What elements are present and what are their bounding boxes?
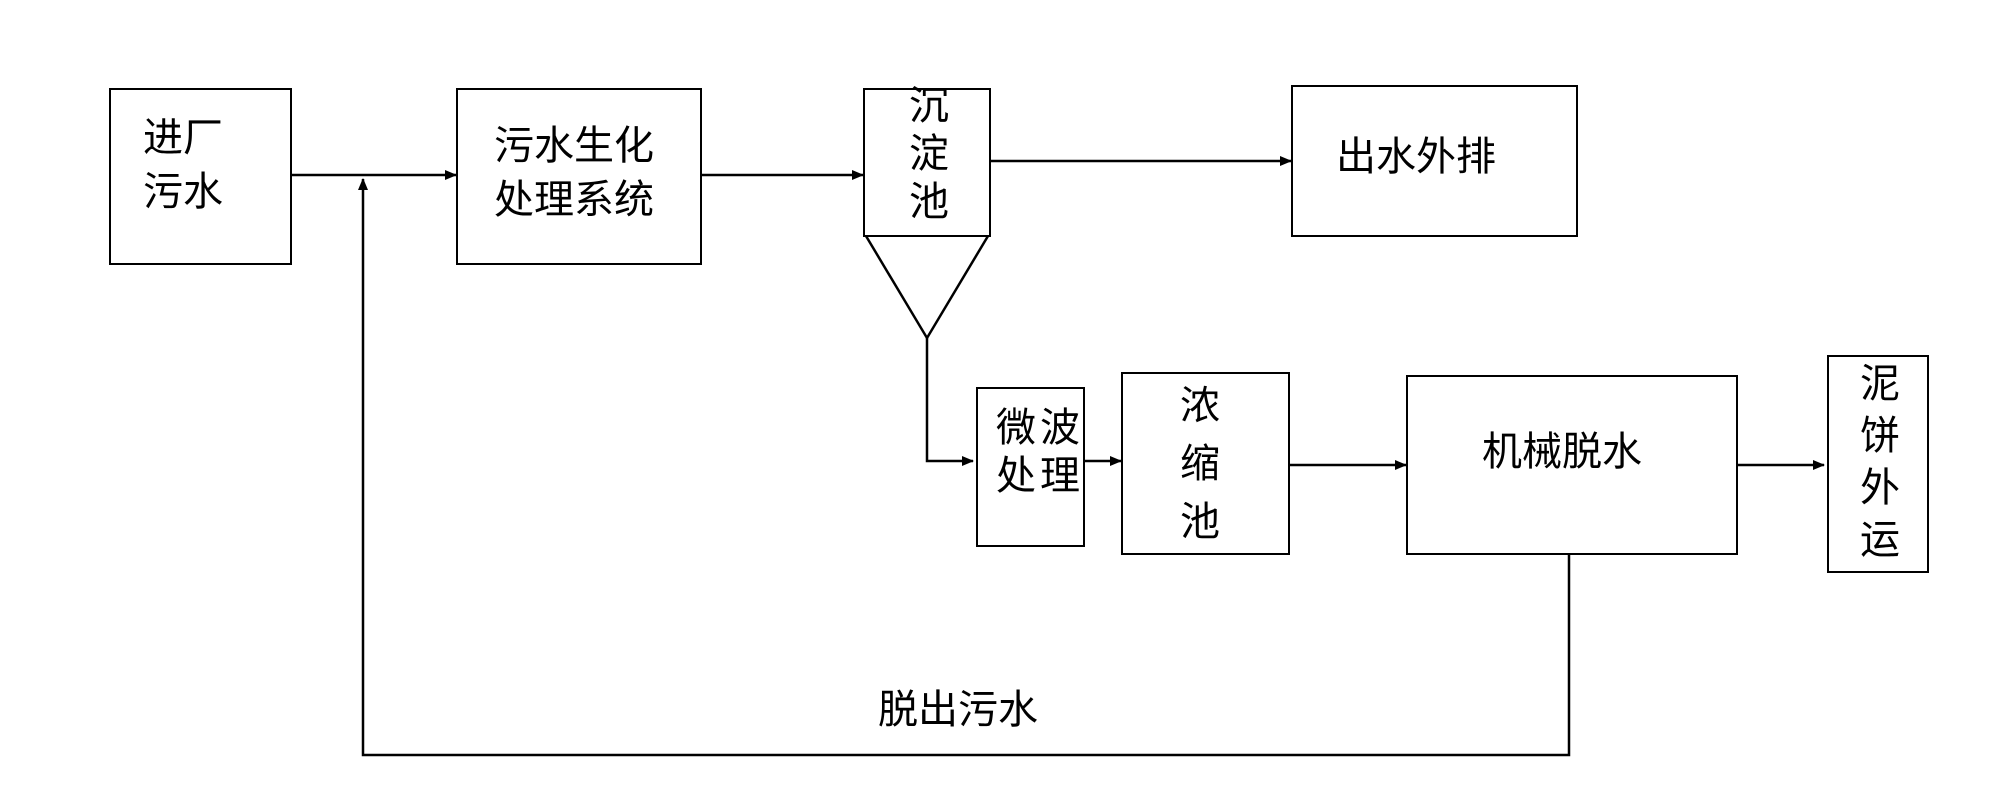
recycle-label: 脱出污水 [878,687,1038,733]
node-biochem-line2: 处理系统 [494,177,654,223]
node-biochem-line1: 污水生化 [494,123,654,169]
node-thickener-label: 浓缩池 [1173,384,1219,558]
node-effluent [1291,85,1578,237]
settling-tank-cone [864,235,990,341]
node-microwave-col1: 微处 [989,406,1035,502]
node-settling [863,88,991,237]
node-inflow-line2: 污水 [143,169,223,215]
node-sludge [1827,355,1929,573]
node-settling-label: 沉淀池 [902,84,948,228]
node-inflow-line1: 进厂 [143,115,223,161]
arrow-cone-to-microwave [925,338,974,466]
node-thickener [1121,372,1290,555]
node-microwave-col2: 波理 [1033,406,1079,502]
node-inflow [109,88,292,265]
node-dewatering [1406,375,1738,555]
node-sludge-label: 泥饼外运 [1853,362,1899,570]
node-effluent-label: 出水外排 [1336,134,1496,180]
node-microwave [976,387,1085,547]
node-dewatering-label: 机械脱水 [1482,429,1642,475]
node-biochem [456,88,702,265]
arrow-recycle-loop [358,178,1571,757]
